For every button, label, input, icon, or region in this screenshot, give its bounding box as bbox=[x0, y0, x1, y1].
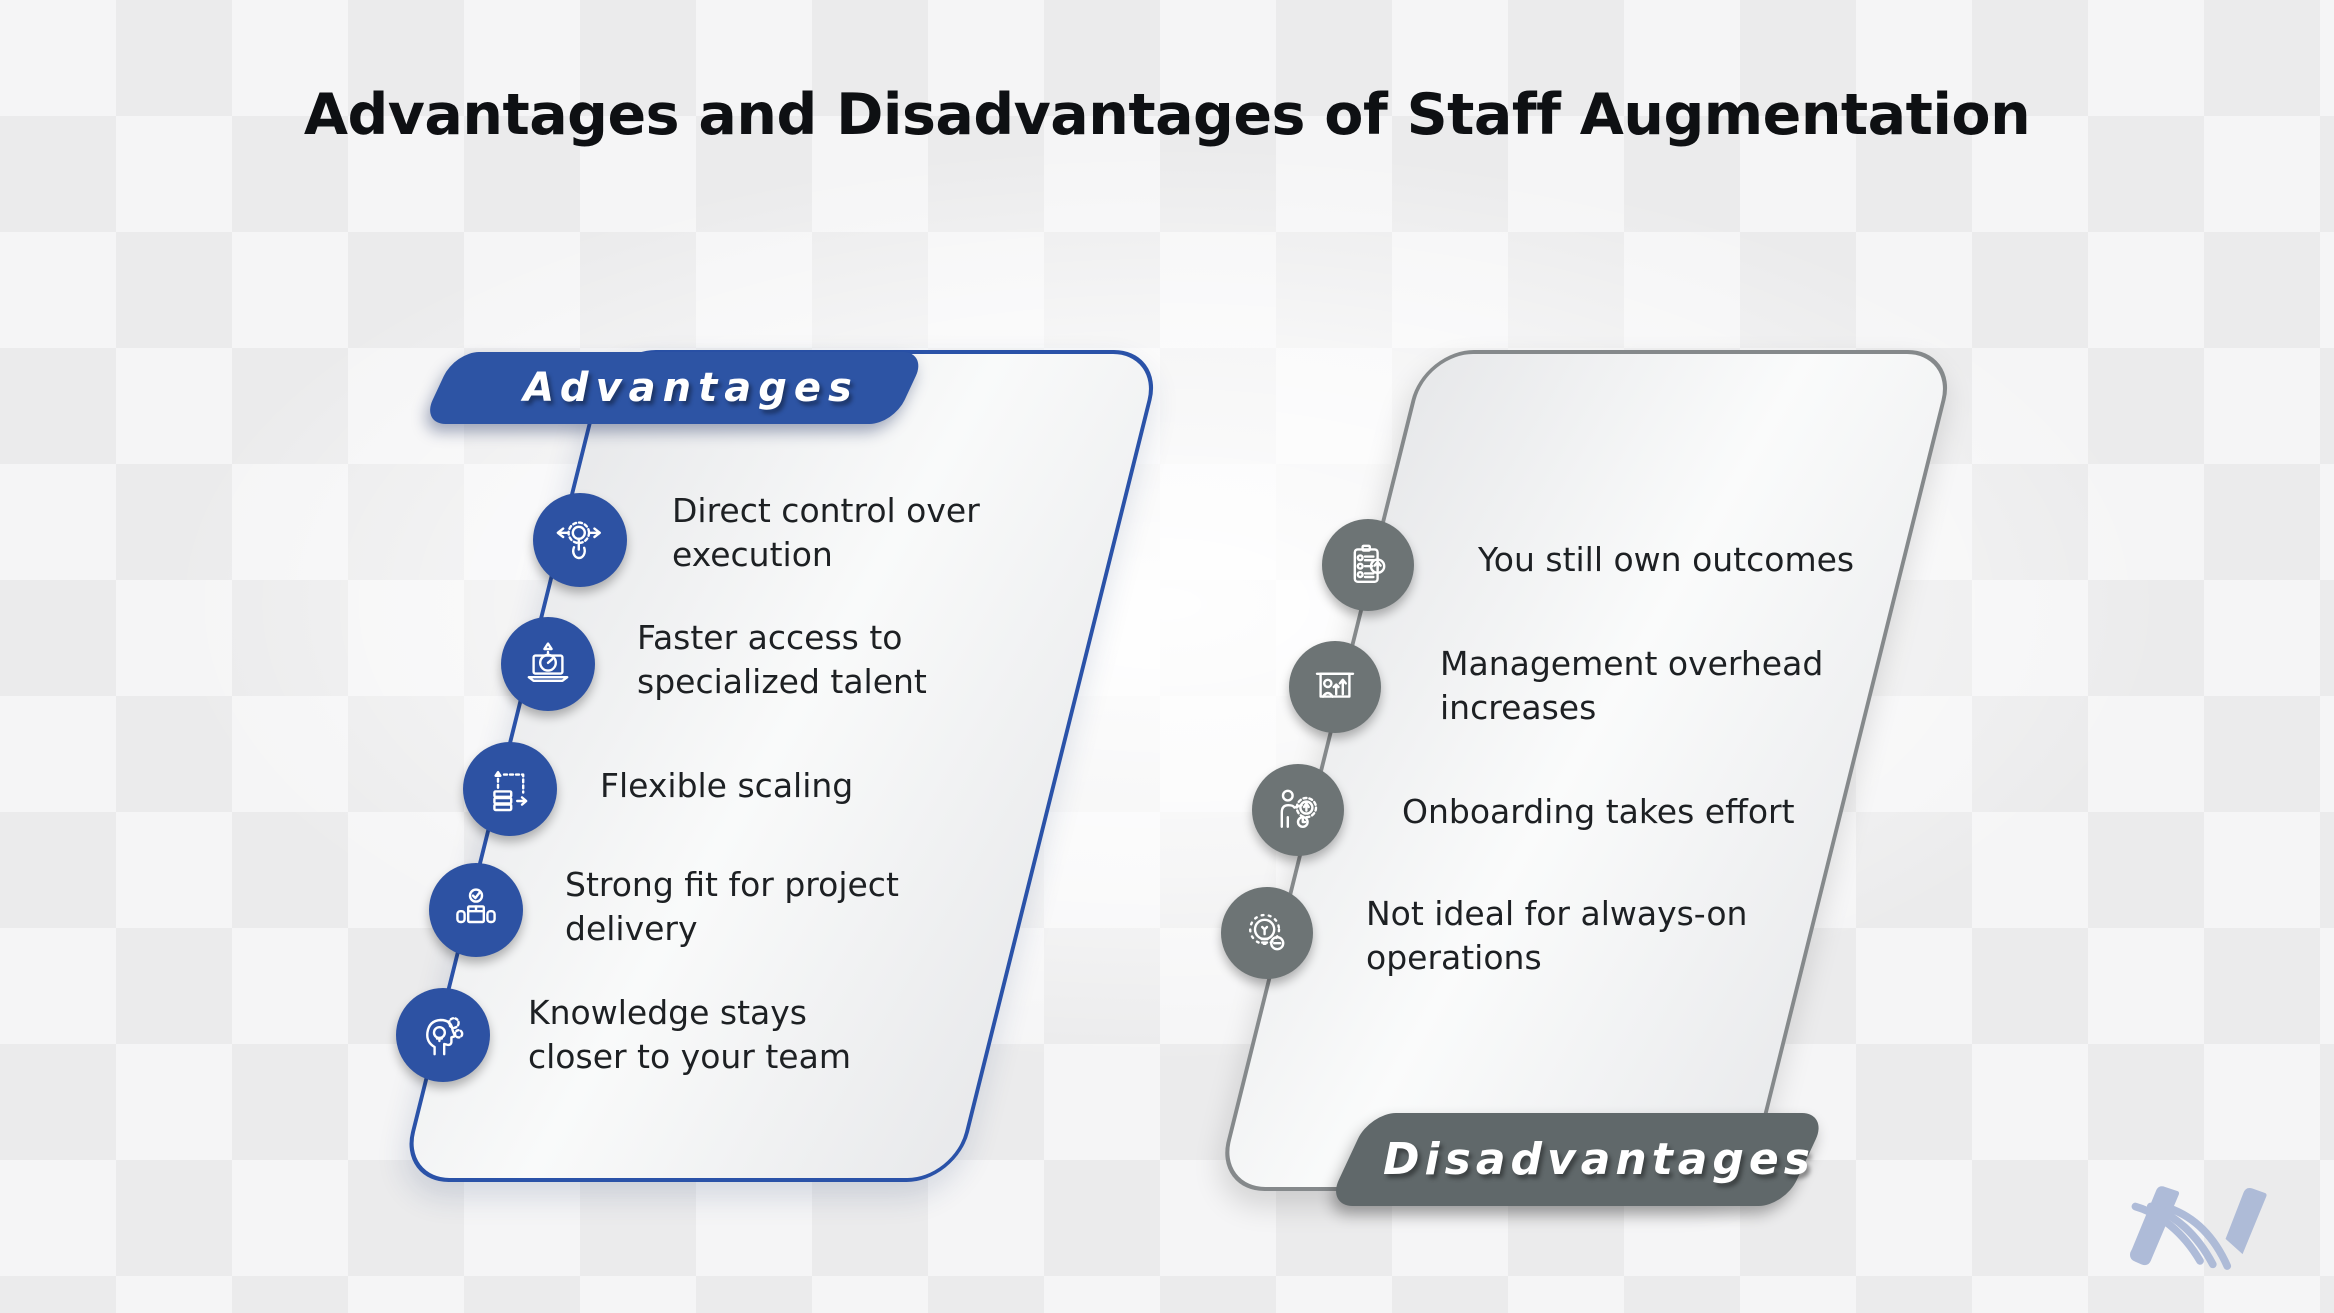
disadvantage-item-text: Not ideal for always-on operations bbox=[1366, 894, 1748, 977]
advantages-tab-label: Advantages bbox=[523, 365, 859, 411]
n-swoosh-brand-logo-icon bbox=[2129, 1186, 2267, 1270]
advantage-item-text: Faster access to specialized talent bbox=[637, 618, 927, 701]
delivery-box-hands-icon bbox=[429, 863, 523, 957]
presentation-growth-icon bbox=[1289, 641, 1381, 733]
disadvantage-item-text: Onboarding takes effort bbox=[1402, 792, 1795, 831]
disadvantage-item-text: Management overhead increases bbox=[1440, 644, 1824, 727]
laptop-stopwatch-icon bbox=[501, 617, 595, 711]
person-gear-clock-icon bbox=[1252, 764, 1344, 856]
disadvantages-tab-label: Disadvantages bbox=[1383, 1134, 1815, 1185]
scaling-servers-icon bbox=[463, 742, 557, 836]
lightbulb-minus-icon bbox=[1221, 887, 1313, 979]
control-gear-arrows-icon bbox=[533, 493, 627, 587]
disadvantage-item-text: You still own outcomes bbox=[1478, 540, 1855, 579]
advantage-item-text: Strong fit for project delivery bbox=[565, 865, 899, 948]
checklist-up-arrow-icon bbox=[1322, 519, 1414, 611]
knowledge-head-gears-icon bbox=[396, 988, 490, 1082]
advantage-item-text: Direct control over execution bbox=[672, 491, 980, 574]
disadvantages-card bbox=[1214, 350, 1958, 1191]
advantage-item-text: Knowledge stays closer to your team bbox=[528, 993, 851, 1076]
page-title: Advantages and Disadvantages of Staff Au… bbox=[303, 82, 2031, 148]
advantage-item-text: Flexible scaling bbox=[600, 766, 854, 805]
